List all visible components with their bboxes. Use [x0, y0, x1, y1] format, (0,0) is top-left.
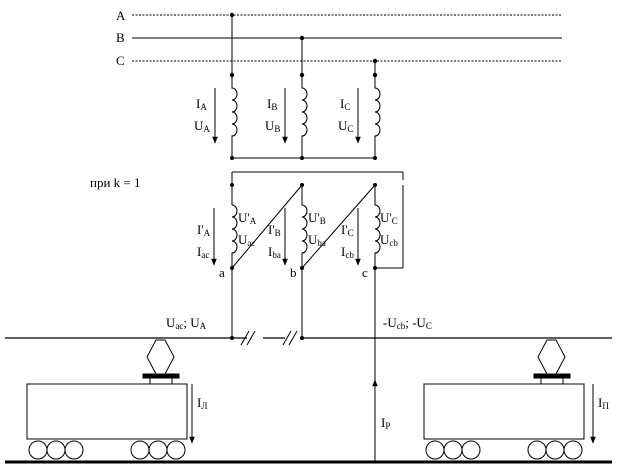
locomotive-wheels-left — [28, 440, 186, 460]
secondary-delta-voltage-label-cb: Ucb — [380, 232, 398, 248]
locomotive-left — [26, 339, 188, 460]
locomotive-body-right — [423, 383, 585, 440]
terminal-label-c: c — [362, 265, 368, 280]
phase-label-a: A — [116, 8, 126, 23]
locomotive-wheels-right — [425, 440, 583, 460]
terminal-label-b: b — [290, 265, 297, 280]
contact-voltage-left: Uac; UA — [166, 315, 207, 331]
secondary-delta-current-label-ac: Iac — [197, 244, 209, 260]
secondary-voltage-label-c: U'C — [380, 210, 398, 226]
terminal-label-a: a — [219, 265, 225, 280]
secondary-current-label-c: I'C — [341, 222, 354, 238]
phase-label-b: B — [116, 30, 125, 45]
rail-current-label: IP — [381, 415, 390, 431]
secondary-delta-voltage-label-ac: Uac — [238, 232, 255, 248]
phase-bus — [132, 14, 562, 62]
locomotive-current-right: IП — [598, 395, 609, 411]
secondary-delta-voltage-label-ba: Uba — [308, 232, 326, 248]
contact-voltage-right: -Ucb; -UC — [383, 315, 432, 331]
phase-label-c: C — [116, 53, 125, 68]
secondary-voltage-label-b: U'B — [308, 210, 326, 226]
secondary-delta-current-label-ba: Iba — [268, 244, 281, 260]
secondary-voltage-label-a: U'A — [238, 210, 257, 226]
primary-current-label-b: IB — [267, 96, 277, 112]
primary-voltage-label-b: UB — [265, 118, 280, 134]
section-insulators — [240, 330, 298, 346]
secondary-windings — [231, 171, 404, 269]
locomotive-current-left: IЛ — [197, 395, 207, 411]
primary-voltage-label-c: UC — [338, 118, 353, 134]
secondary-delta-current-label-cb: Icb — [341, 244, 354, 260]
locomotive-body-left — [26, 383, 188, 440]
primary-voltage-label-a: UA — [194, 118, 210, 134]
pantograph-left — [146, 339, 175, 375]
pantograph-right — [537, 339, 566, 375]
condition-label: при k = 1 — [90, 175, 141, 190]
primary-current-label-a: IA — [196, 96, 207, 112]
primary-current-label-c: IC — [340, 96, 350, 112]
bus-junctions — [229, 12, 378, 78]
secondary-current-label-b: I'B — [268, 222, 281, 238]
locomotive-right — [423, 339, 585, 460]
secondary-current-label-a: I'A — [197, 222, 211, 238]
